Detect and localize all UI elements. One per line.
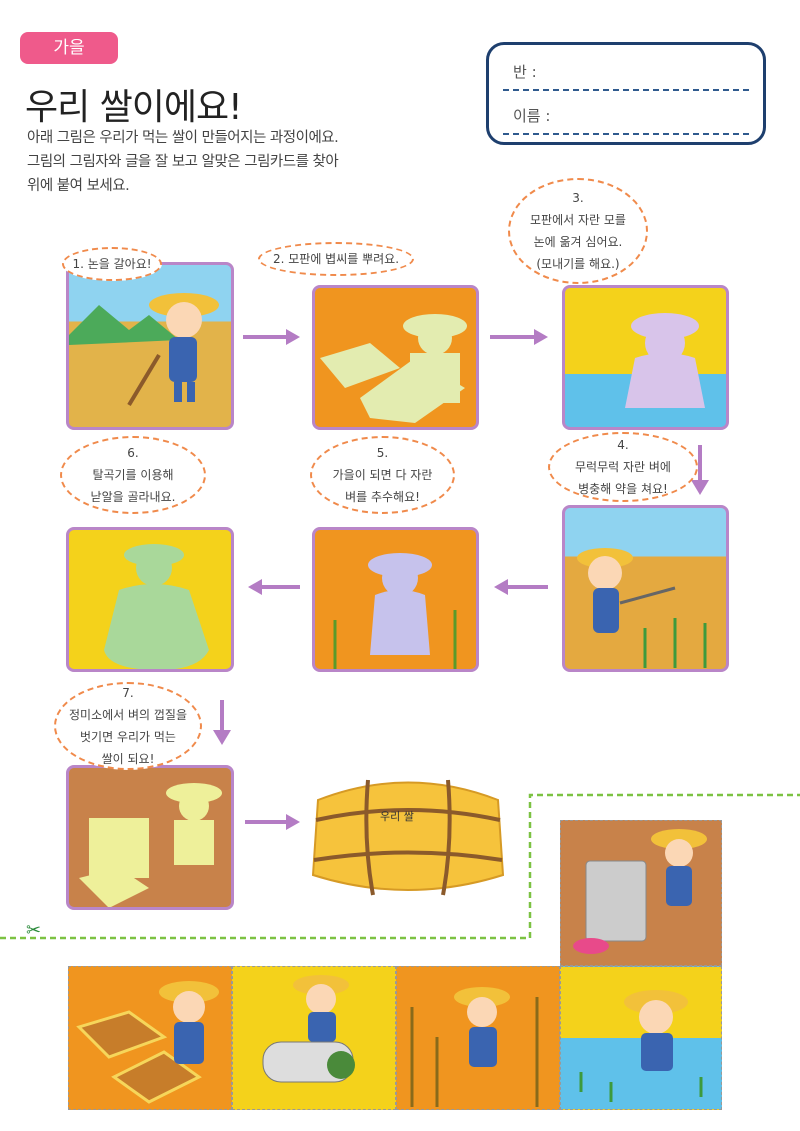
step-1-picture [66,262,234,430]
arrow-right-icon [245,814,300,830]
rice-bag-label: 우리 쌀 [380,810,414,823]
step-text: (모내기를 해요.) [536,257,620,271]
step-text: 낟알을 골라내요. [90,490,176,504]
instruction-line: 아래 그림은 우리가 먹는 쌀이 만들어지는 과정이에요. [27,130,339,146]
season-badge: 가을 [20,32,118,64]
step-4-picture [562,505,729,672]
transplanting-boy-illustration [579,990,703,1102]
arrow-down-icon [213,700,231,745]
step-7-silhouette-panel[interactable] [66,765,234,910]
step-number: 4. [617,438,629,452]
step-text: 정미소에서 벼의 껍질을 [68,708,188,722]
step-text: 무럭무럭 자란 벼에 [575,460,671,474]
class-label: 반 : [513,63,537,81]
threshing-boy-illustration [262,975,355,1083]
step-number: 6. [127,446,139,460]
instruction-line: 위에 붙여 보세요. [27,178,130,194]
picture-card-transplanting[interactable] [560,966,722,1110]
step-number: 7. [122,686,134,700]
rice-bag-illustration [311,779,505,896]
plowing-boy-illustration [69,293,219,407]
milling-silhouette [79,783,222,907]
arrow-right-icon [243,329,300,345]
step-5-silhouette-panel[interactable] [312,527,479,672]
name-box: 반 : 이름 : [486,42,766,145]
arrow-down-icon [691,445,709,495]
arrow-left-icon [494,579,548,595]
step-text: 가을이 되면 다 자란 [332,468,433,482]
picture-card-harvesting[interactable] [396,966,560,1110]
scissors-icon: ✂ [26,920,42,941]
step-text: 벼를 추수해요! [345,490,420,504]
step-text: 논에 옮겨 심어요. [533,235,623,249]
page-title: 우리 쌀이에요! [25,87,243,128]
instruction-line: 그림의 그림자와 글을 잘 보고 알맞은 그림카드를 찾아 [27,154,339,170]
picture-card-milling[interactable] [560,820,722,966]
step-2-text: 2. 모판에 볍씨를 뿌려요. [272,252,400,266]
cut-line [0,793,800,940]
seeding-silhouette [320,314,467,423]
step-text: 병충해 약을 쳐요! [578,482,668,496]
harvesting-boy-illustration [410,987,539,1107]
step-number: 3. [572,191,584,205]
step-3-silhouette-panel[interactable] [562,285,729,430]
threshing-silhouette [104,544,209,669]
instructions: 아래 그림은 우리가 먹는 쌀이 만들어지는 과정이에요. 그림의 그림자와 글… [27,126,339,198]
seeding-boy-illustration [76,981,219,1104]
picture-card-seeding[interactable] [68,966,232,1110]
name-label: 이름 : [513,107,551,125]
milling-boy-illustration [573,829,707,954]
step-6-silhouette-panel[interactable] [66,527,234,672]
step-text: 모판에서 자란 모를 [530,213,626,227]
step-2-bubble: 2. 모판에 볍씨를 뿌려요. [258,242,414,276]
spraying-boy-illustration [577,548,707,668]
step-1-bubble: 1. 논을 갈아요! [62,247,162,281]
step-1-text: 1. 논을 갈아요! [72,257,152,271]
class-field[interactable]: 반 : [503,47,749,91]
picture-card-threshing[interactable] [232,966,396,1110]
name-field[interactable]: 이름 : [503,91,749,135]
transplanting-silhouette [625,313,705,408]
step-number: 5. [376,446,389,460]
arrow-left-icon [248,579,300,595]
arrow-right-icon [490,329,548,345]
step-2-silhouette-panel[interactable] [312,285,479,430]
harvesting-silhouette [333,553,457,669]
step-text: 벗기면 우리가 먹는 [80,730,176,744]
rice-bag: 우리 쌀 [308,770,508,898]
step-text: 쌀이 되요! [101,752,155,766]
step-text: 탈곡기를 이용해 [92,468,174,482]
